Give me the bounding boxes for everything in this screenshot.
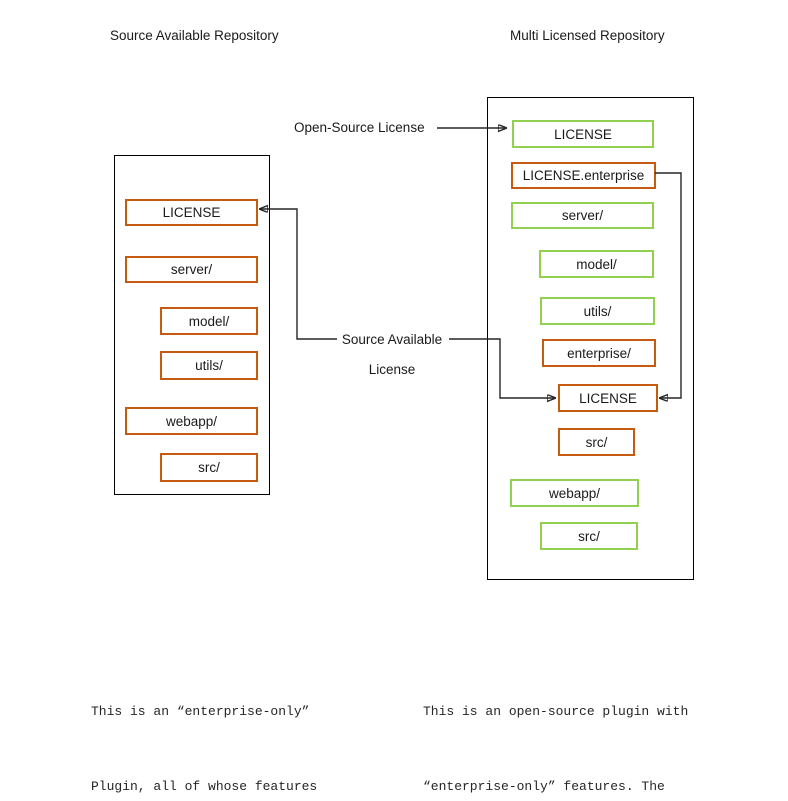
folder-box-webapp: webapp/ bbox=[510, 479, 639, 507]
file-box-license-inner: LICENSE bbox=[558, 384, 658, 412]
folder-box-server: server/ bbox=[511, 202, 654, 229]
folder-box-utils: utils/ bbox=[160, 351, 258, 380]
source-available-license-label-line2: License bbox=[368, 362, 416, 377]
left-note-line2: Plugin, all of whose features bbox=[91, 779, 318, 794]
source-available-license-label-line1: Source Available bbox=[341, 332, 443, 347]
source-available-license-label: Source Available License bbox=[333, 325, 451, 385]
right-repo-title: Multi Licensed Repository bbox=[510, 28, 665, 43]
file-box-license-open: LICENSE bbox=[512, 120, 654, 148]
folder-box-src: src/ bbox=[160, 453, 258, 482]
folder-box-server: server/ bbox=[125, 256, 258, 283]
left-note: This is an “enterprise-only” Plugin, all… bbox=[91, 649, 364, 801]
right-note-line1: This is an open-source plugin with bbox=[423, 704, 689, 719]
folder-box-src-enterprise: src/ bbox=[558, 428, 635, 456]
folder-box-enterprise: enterprise/ bbox=[542, 339, 656, 367]
right-note-line2: “enterprise-only” features. The bbox=[423, 779, 665, 794]
source-available-repo-container: LICENSE server/ model/ utils/ webapp/ sr… bbox=[114, 155, 270, 495]
file-box-license-enterprise: LICENSE.enterprise bbox=[511, 162, 656, 189]
connector-source-available-to-left-license bbox=[260, 209, 337, 340]
file-box-license: LICENSE bbox=[125, 199, 258, 226]
folder-box-webapp: webapp/ bbox=[125, 407, 258, 435]
folder-box-utils: utils/ bbox=[540, 297, 655, 325]
open-source-license-label: Open-Source License bbox=[294, 120, 425, 135]
right-note: This is an open-source plugin with “ente… bbox=[423, 649, 688, 801]
left-note-line1: This is an “enterprise-only” bbox=[91, 704, 310, 719]
folder-box-model: model/ bbox=[160, 307, 258, 335]
left-repo-title: Source Available Repository bbox=[110, 28, 279, 43]
multi-licensed-repo-container: LICENSE LICENSE.enterprise server/ model… bbox=[487, 97, 694, 580]
folder-box-model: model/ bbox=[539, 250, 654, 278]
folder-box-src: src/ bbox=[540, 522, 638, 550]
